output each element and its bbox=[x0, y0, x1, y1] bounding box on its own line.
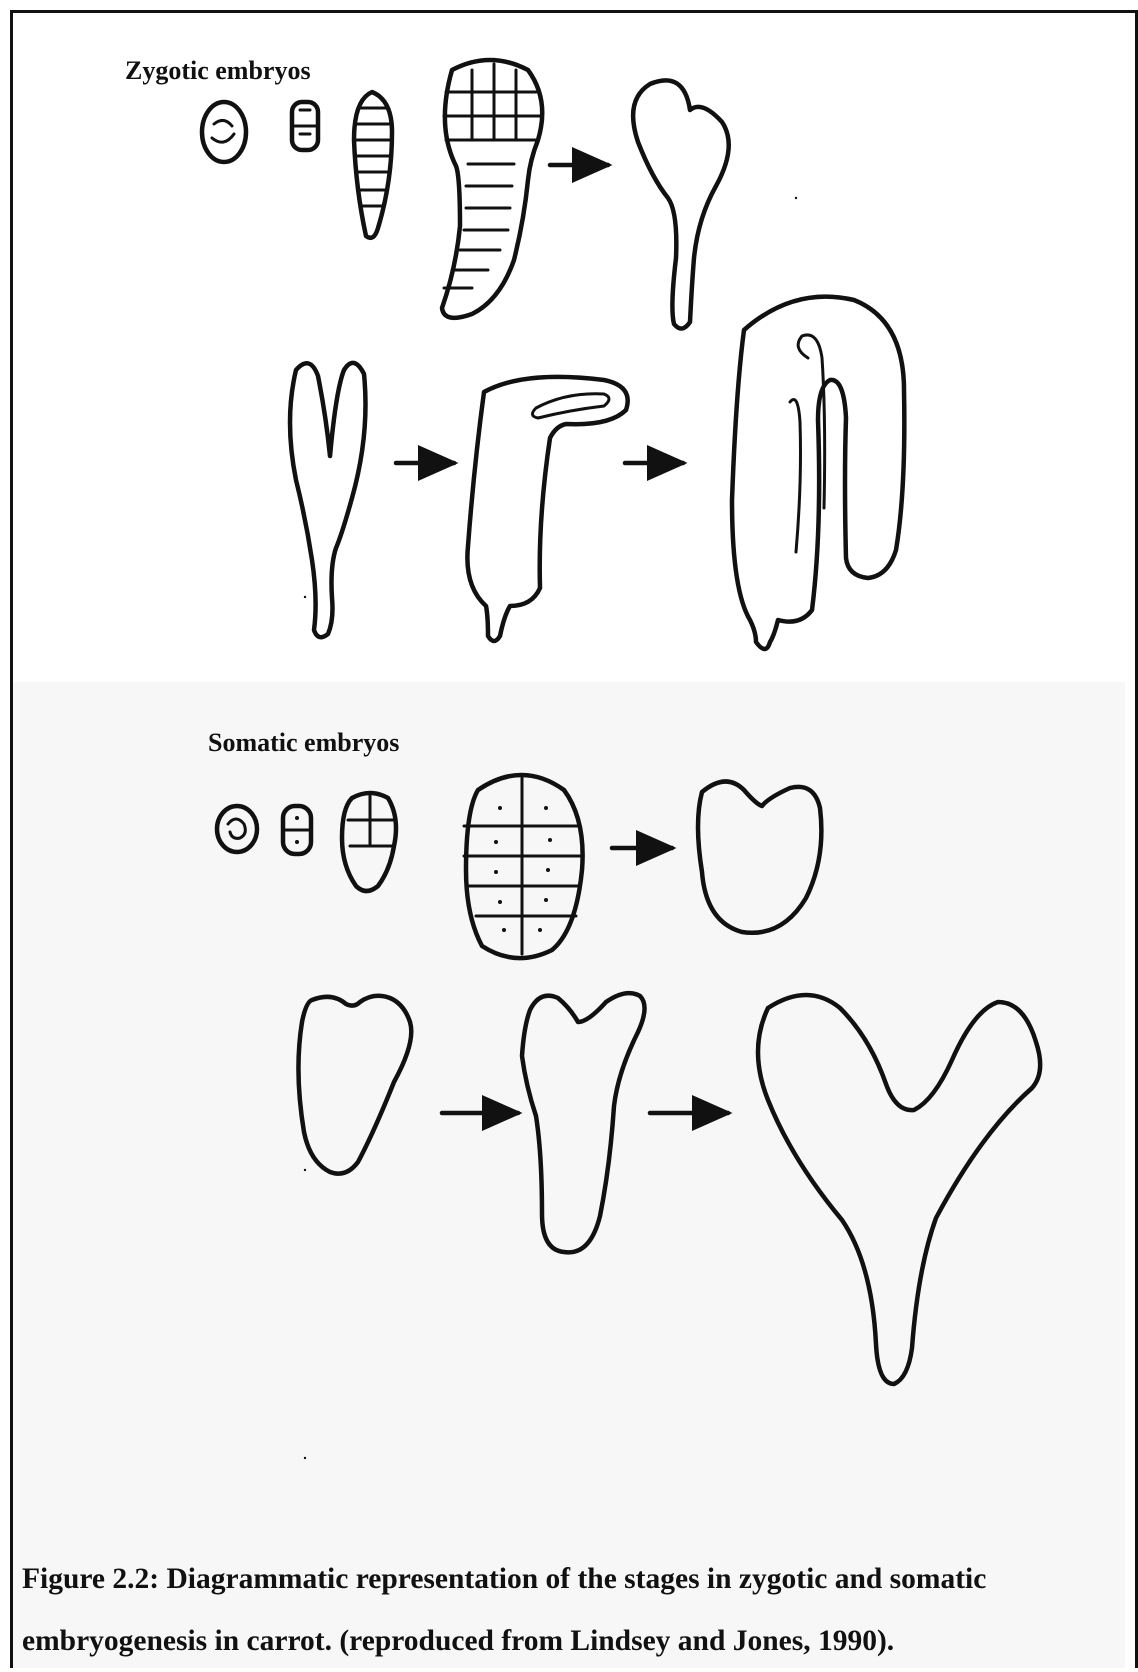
caption-line-1: Figure 2.2: Diagrammatic representation … bbox=[22, 1548, 1122, 1610]
zygotic-stage-5-heart bbox=[633, 80, 729, 328]
somatic-stage-6-heart bbox=[298, 996, 411, 1174]
somatic-stage-4-globular bbox=[464, 775, 583, 958]
zygotic-stage-6-torpedo bbox=[290, 363, 366, 637]
zygotic-stage-4-multicellular-proembryo bbox=[442, 60, 542, 318]
figure-caption: Figure 2.2: Diagrammatic representation … bbox=[22, 1548, 1122, 1672]
caption-line-2: embryogenesis in carrot. (reproduced fro… bbox=[22, 1610, 1122, 1672]
somatic-stage-5-early-heart bbox=[698, 781, 821, 932]
zygotic-stage-7-bent-cotyledon bbox=[467, 377, 627, 641]
somatic-stage-3-four-cell bbox=[342, 793, 396, 891]
zygotic-stage-8-mature-embryo bbox=[732, 297, 904, 649]
somatic-stage-1-cell bbox=[217, 806, 257, 852]
zygotic-stage-1-zygote bbox=[202, 102, 246, 162]
zygotic-stage-2-two-cell bbox=[292, 102, 318, 150]
zygotic-stage-3-filament bbox=[354, 92, 392, 238]
somatic-stage-8-torpedo bbox=[758, 995, 1040, 1384]
somatic-stage-7-late-heart bbox=[522, 993, 645, 1252]
somatic-stage-2-two-cell bbox=[283, 806, 311, 854]
